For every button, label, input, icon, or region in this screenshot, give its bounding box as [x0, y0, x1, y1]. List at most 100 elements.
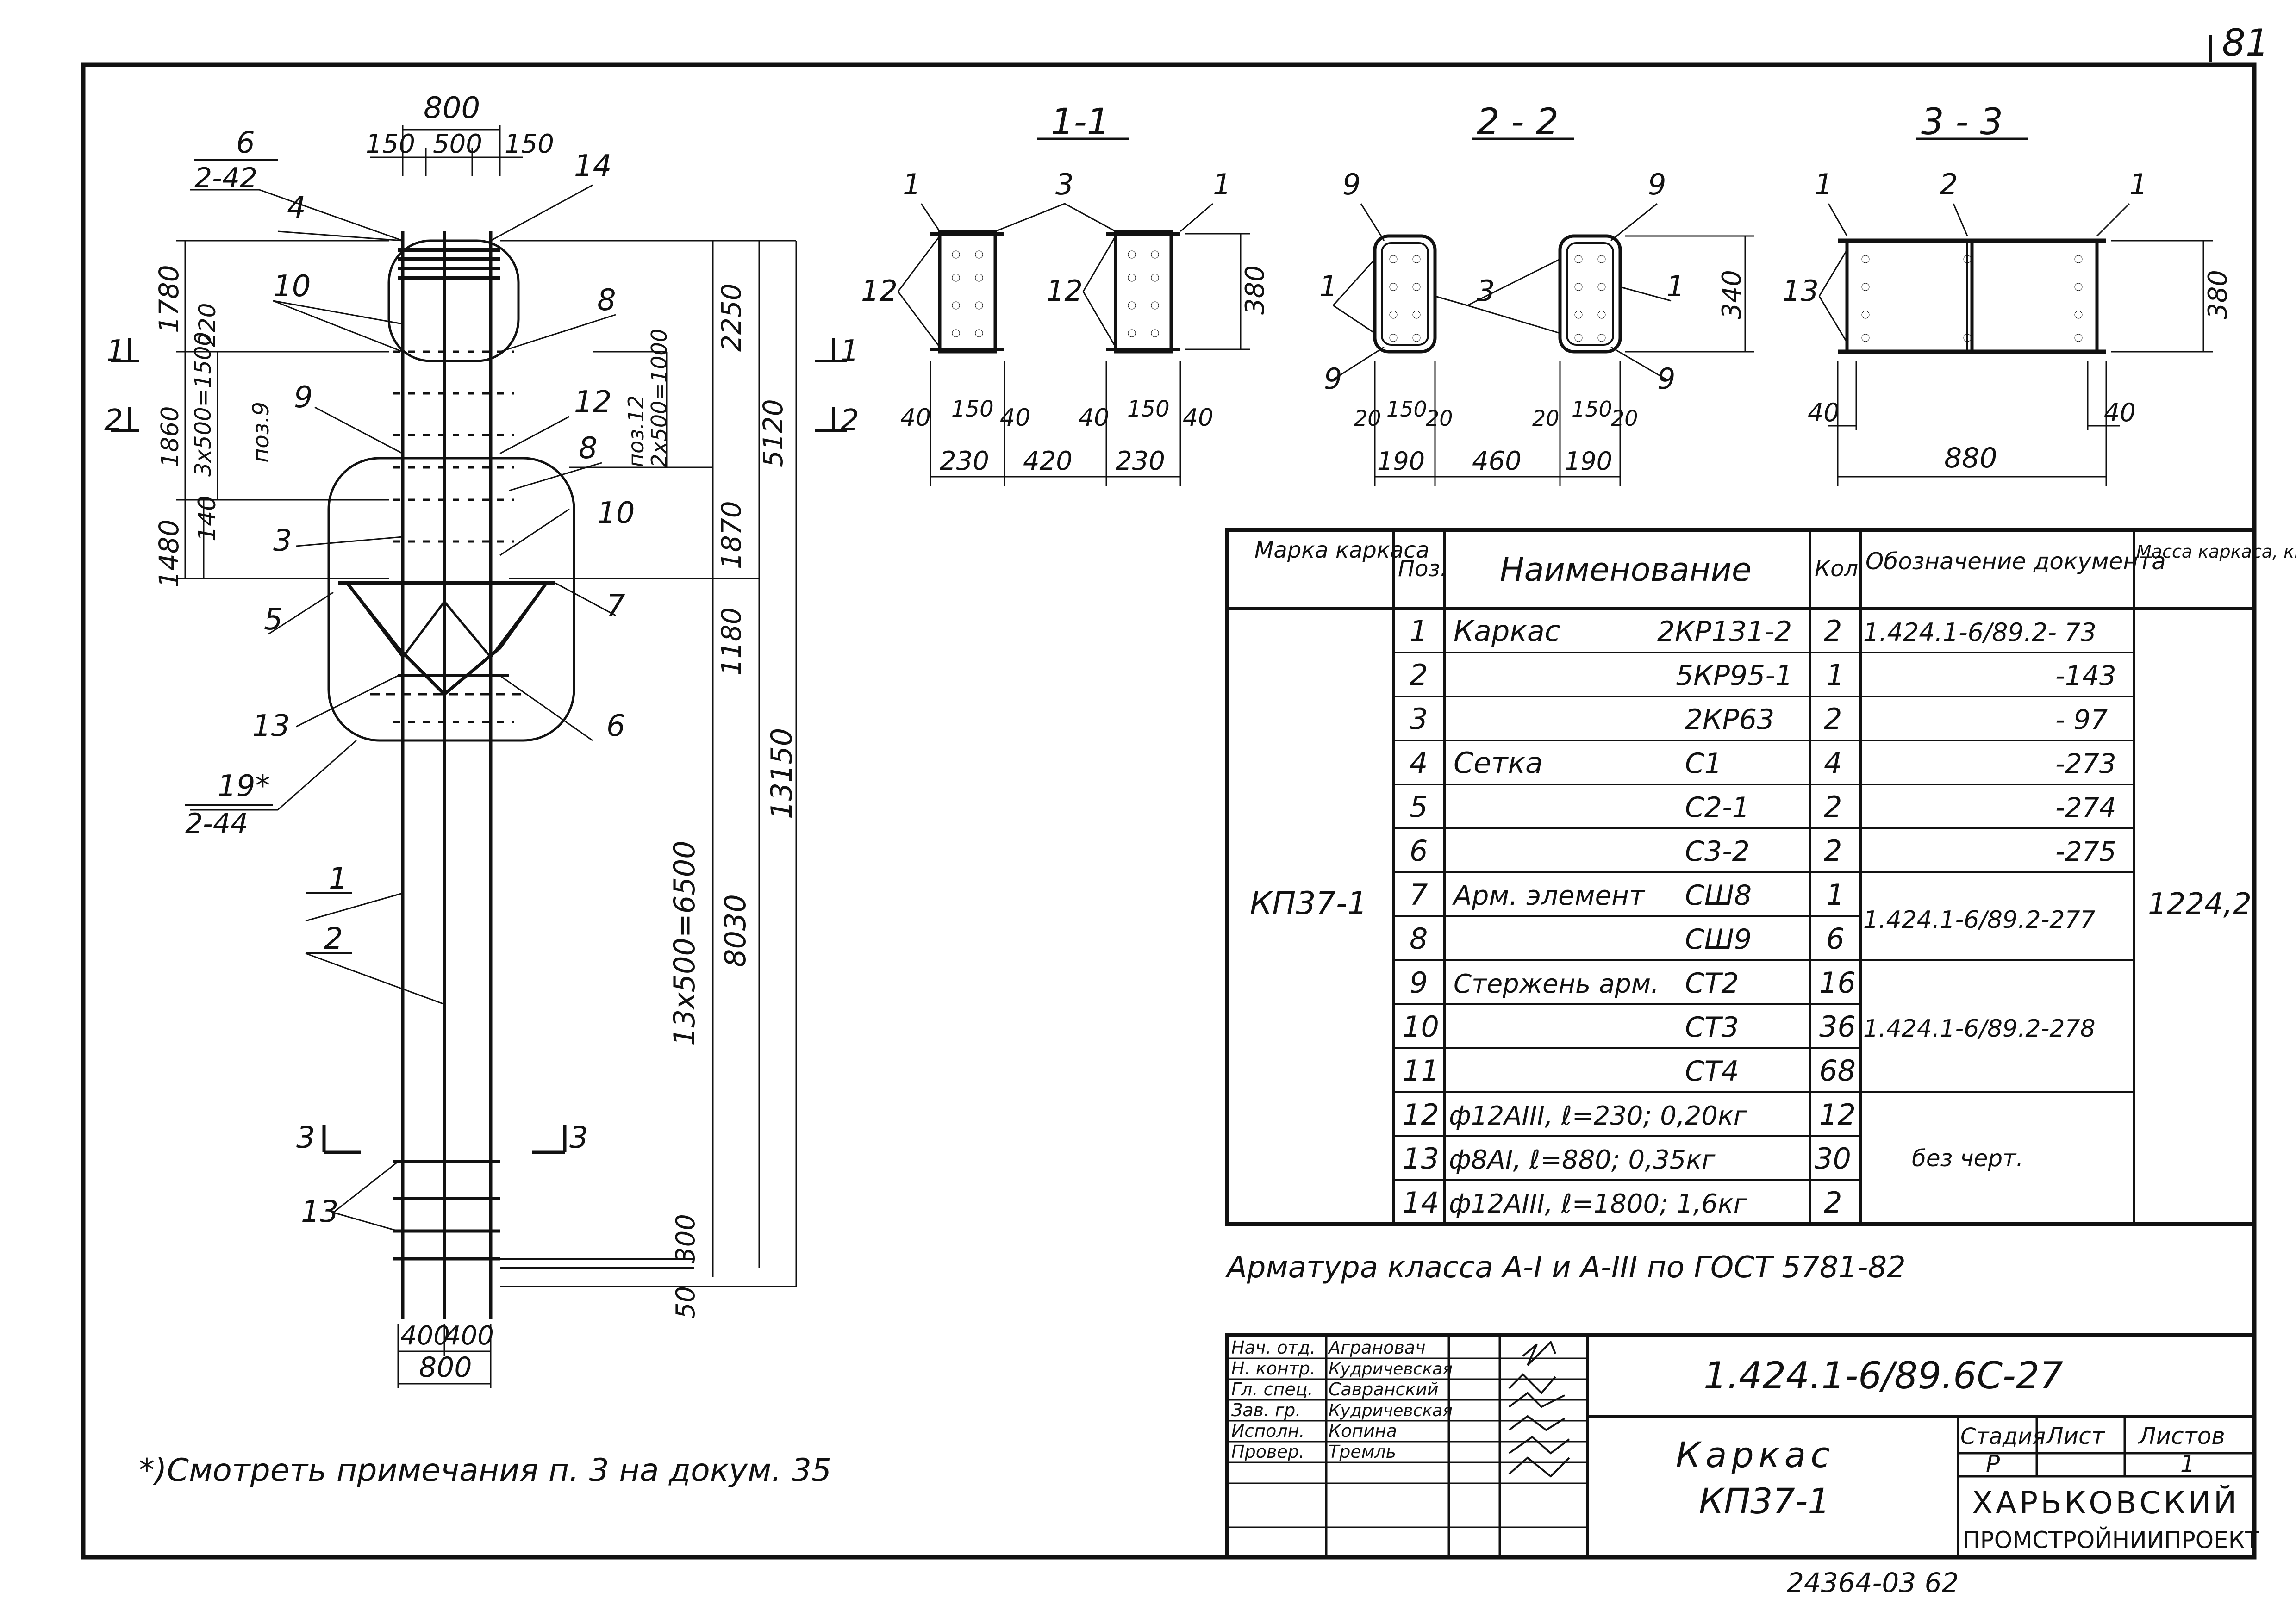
callout-6-ref: 2-42	[194, 162, 257, 194]
table-row: 9 Стержень арм. СТ2 16	[1410, 966, 1856, 1000]
organization-line2: ПРОМСТРОЙНИИПРОЕКТ	[1963, 1526, 2259, 1554]
svg-text:СШ8: СШ8	[1685, 879, 1752, 912]
table-rows: 1 Каркас 2КР131-2 2 1.424.1-6/89.2- 73 2…	[1403, 614, 2116, 1219]
organization-line1: ХАРЬКОВСКИЙ	[1972, 1485, 2239, 1521]
table-row: 7 Арм. элемент СШ8 1	[1410, 878, 1844, 912]
svg-text:СТ4: СТ4	[1685, 1055, 1739, 1088]
svg-text:2КР63: 2КР63	[1685, 703, 1774, 736]
document-code: 1.424.1-6/89.6С-27	[1703, 1354, 2063, 1397]
svg-text:-274: -274	[2055, 792, 2116, 823]
callout-4: 4	[287, 191, 306, 225]
svg-text:2: 2	[1824, 834, 1842, 868]
s1-callout-12-left: 12	[861, 274, 898, 308]
dim-13x500: 13x500=6500	[668, 840, 701, 1046]
table-header-mark: Марка каркаса	[1254, 537, 1429, 563]
s2-callout-9-bl: 9	[1324, 362, 1342, 396]
dim-400-left: 400	[400, 1321, 450, 1351]
callout-5: 5	[264, 603, 283, 637]
table-header-pos: Поз.	[1398, 556, 1447, 582]
s2-callout-9-tl: 9	[1342, 168, 1360, 201]
sheets-value: 1	[2180, 1450, 2195, 1477]
s2-dim-190-b: 190	[1565, 447, 1612, 476]
dim-poz12: поз.12	[624, 395, 649, 467]
svg-text:Арм. элемент: Арм. элемент	[1452, 880, 1646, 911]
callout-13-bottom: 13	[301, 1195, 338, 1229]
s2-callout-9-br: 9	[1657, 362, 1675, 396]
callout-19: 19*	[218, 769, 270, 803]
table-row: 1 Каркас 2КР131-2 2 1.424.1-6/89.2- 73	[1410, 614, 2096, 648]
dim-2250: 2250	[716, 283, 747, 352]
s3-dim-40-right: 40	[2104, 398, 2136, 427]
svg-text:ф8АI, ℓ=880; 0,35кг: ф8АI, ℓ=880; 0,35кг	[1449, 1145, 1716, 1175]
callout-7: 7	[606, 589, 625, 623]
s1-dim-40-d: 40	[1183, 404, 1213, 432]
svg-text:2: 2	[1824, 1186, 1842, 1219]
callout-8-mid: 8	[579, 431, 598, 466]
sign-name: Копина	[1329, 1421, 1397, 1441]
section-mark-3-left: 3	[296, 1121, 315, 1155]
sign-role: Провер.	[1231, 1442, 1304, 1462]
svg-text:3: 3	[1410, 702, 1428, 736]
s2-dim-340: 340	[1717, 270, 1747, 319]
document-name-line1: Каркас	[1676, 1434, 1834, 1475]
dim-220: 220	[194, 303, 221, 347]
dim-5120: 5120	[757, 399, 789, 467]
svg-text:9: 9	[1410, 966, 1428, 1000]
svg-text:- 97: - 97	[2055, 704, 2108, 735]
table-row: 3 2КР63 2 - 97	[1410, 702, 2108, 736]
svg-text:2: 2	[1824, 790, 1842, 824]
s1-dim-40-b: 40	[1000, 404, 1030, 432]
table-header-qty: Кол.	[1815, 556, 1865, 582]
title-block-signatures: Нач. отд. Аграновач Н. контр. Кудричевск…	[1231, 1337, 1453, 1462]
s3-dim-40-left: 40	[1808, 398, 1840, 427]
svg-text:-143: -143	[2055, 660, 2116, 691]
doc-group-7-8: 1.424.1-6/89.2-277	[1863, 906, 2096, 934]
rebar-note: Арматура класса А-I и А-III по ГОСТ 5781…	[1225, 1250, 1906, 1285]
svg-text:11: 11	[1403, 1054, 1439, 1088]
callout-12: 12	[574, 385, 611, 419]
svg-text:1.424.1-6/89.2- 73: 1.424.1-6/89.2- 73	[1863, 618, 2096, 647]
section-2-2-title: 2 - 2	[1477, 101, 1559, 143]
sign-name: Тремль	[1329, 1442, 1396, 1462]
sign-role: Н. контр.	[1231, 1358, 1316, 1379]
s3-dim-380: 380	[2203, 270, 2233, 319]
s2-dim-150-b: 150	[1572, 397, 1612, 422]
table-header-doc: Обозначение документа	[1866, 548, 2166, 575]
section-3-3-title: 3 - 3	[1921, 101, 2003, 143]
callout-9: 9	[294, 380, 313, 415]
title-block-grid	[1225, 1333, 2256, 1559]
dim-8030: 8030	[718, 894, 752, 967]
spec-table-grid	[1225, 528, 2256, 1226]
svg-text:36: 36	[1819, 1010, 1856, 1044]
sign-name: Аграновач	[1327, 1337, 1426, 1358]
dim-poz9: поз.9	[248, 402, 274, 463]
svg-text:Каркас: Каркас	[1454, 614, 1560, 648]
table-row: 12 ф12АIII, ℓ=230; 0,20кг 12	[1403, 1098, 1856, 1132]
svg-text:2: 2	[1824, 702, 1842, 736]
svg-text:1: 1	[1826, 878, 1844, 912]
svg-text:12: 12	[1819, 1098, 1856, 1132]
sign-name: Кудричевская	[1329, 1360, 1453, 1379]
dim-400-right: 400	[444, 1321, 494, 1351]
dim-top-800: 800	[424, 91, 480, 125]
dim-2x500: 2x500=1000	[647, 329, 672, 467]
svg-text:5: 5	[1410, 790, 1428, 824]
svg-text:4: 4	[1410, 746, 1428, 780]
callout-6-bracket: 6	[606, 709, 625, 743]
dim-top-500: 500	[433, 129, 482, 159]
svg-text:1: 1	[1410, 614, 1428, 648]
dim-top-150-left: 150	[366, 129, 415, 159]
table-header-mass: Масса каркаса, кг	[2136, 541, 2296, 562]
callout-6: 6	[236, 126, 255, 160]
svg-text:7: 7	[1410, 878, 1428, 912]
svg-text:ф12АIII, ℓ=230; 0,20кг: ф12АIII, ℓ=230; 0,20кг	[1449, 1101, 1747, 1131]
svg-text:Сетка: Сетка	[1454, 746, 1543, 780]
section-mark-1-left: 1	[106, 334, 125, 368]
dim-top-150-right: 150	[505, 129, 554, 159]
elevation-view	[111, 125, 847, 1388]
s1-dim-230-a: 230	[940, 446, 989, 476]
s2-dim-190-a: 190	[1377, 447, 1425, 476]
svg-text:2: 2	[1410, 658, 1428, 692]
s2-dim-150-a: 150	[1386, 397, 1427, 422]
